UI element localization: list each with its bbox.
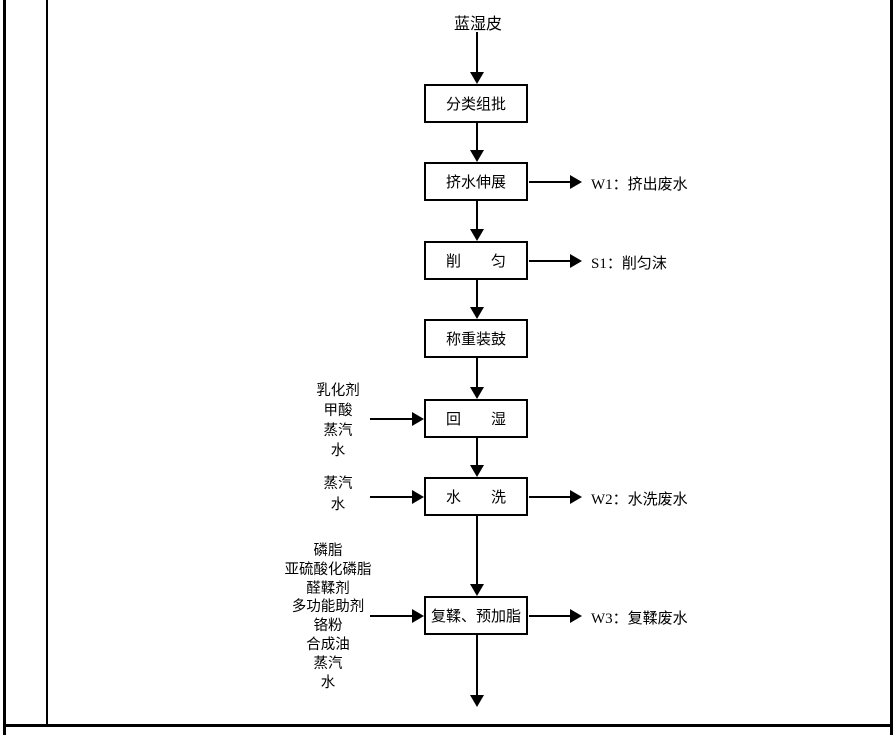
arrowhead-down-icon	[470, 584, 484, 596]
arrowhead-down-icon	[470, 465, 484, 477]
arrowhead-down-icon	[470, 150, 484, 162]
arrowhead-right-icon	[412, 412, 424, 426]
box-wash: 水 洗	[424, 477, 528, 516]
box-rewet: 回 湿	[424, 399, 528, 438]
input-line: 水	[320, 674, 336, 691]
box-squeeze-stretch: 挤水伸展	[424, 162, 528, 201]
page-border-right	[890, 0, 893, 735]
box-label: 复鞣、预加脂	[430, 609, 521, 625]
page-border-bottom	[3, 724, 893, 727]
box-label: 挤水伸展	[445, 175, 506, 191]
box-label: 削 匀	[445, 254, 506, 270]
arrowhead-down-icon	[470, 72, 484, 84]
flow-start-label: 蓝湿皮	[453, 16, 502, 33]
output-label-w2: W2：水洗废水	[591, 492, 688, 508]
input-line: 铬粉	[313, 618, 343, 635]
arrowhead-down-icon	[470, 387, 484, 399]
box-retan-prefatliquor: 复鞣、预加脂	[424, 596, 528, 635]
output-label-w1: W1：挤出废水	[591, 177, 688, 193]
input-line: 磷脂	[313, 543, 343, 559]
input-line: 水	[330, 497, 346, 513]
arrowhead-right-icon	[412, 490, 424, 504]
box-label: 水 洗	[445, 490, 506, 506]
arrowhead-right-icon	[570, 175, 582, 189]
box-label: 分类组批	[445, 97, 506, 113]
input-line: 蒸汽	[313, 655, 343, 672]
arrowhead-right-icon	[412, 609, 424, 623]
input-line: 醛鞣剂	[306, 580, 350, 597]
input-group-retan: 磷脂 亚硫酸化磷脂 醛鞣剂 多功能助剂 铬粉 合成油 蒸汽 水	[268, 542, 388, 692]
input-line: 甲酸	[323, 403, 353, 419]
input-line: 水	[330, 443, 346, 459]
input-group-rewet: 乳化剂 甲酸 蒸汽 水	[288, 381, 388, 461]
arrowhead-right-icon	[570, 254, 582, 268]
input-line: 亚硫酸化磷脂	[284, 561, 372, 578]
box-shave-even: 削 匀	[424, 241, 528, 280]
arrowhead-down-icon	[470, 229, 484, 241]
output-label-w3: W3：复鞣废水	[591, 611, 688, 627]
input-line: 蒸汽	[323, 423, 353, 439]
arrowhead-right-icon	[570, 490, 582, 504]
input-line: 多功能助剂	[291, 599, 365, 616]
arrowhead-right-icon	[570, 609, 582, 623]
box-weigh-load-drum: 称重装鼓	[424, 319, 528, 358]
output-label-s1: S1：削匀沫	[591, 256, 667, 272]
input-group-wash: 蒸汽 水	[288, 474, 388, 516]
input-line: 乳化剂	[316, 383, 360, 399]
arrowhead-down-icon	[470, 695, 484, 707]
box-label: 称重装鼓	[445, 332, 506, 348]
input-line: 蒸汽	[323, 476, 353, 492]
box-classify-batch: 分类组批	[424, 84, 528, 123]
page-border-left-inner	[46, 0, 48, 726]
arrowhead-down-icon	[470, 307, 484, 319]
input-line: 合成油	[306, 636, 350, 653]
page-border-left-outer	[3, 0, 6, 735]
box-label: 回 湿	[445, 412, 506, 428]
